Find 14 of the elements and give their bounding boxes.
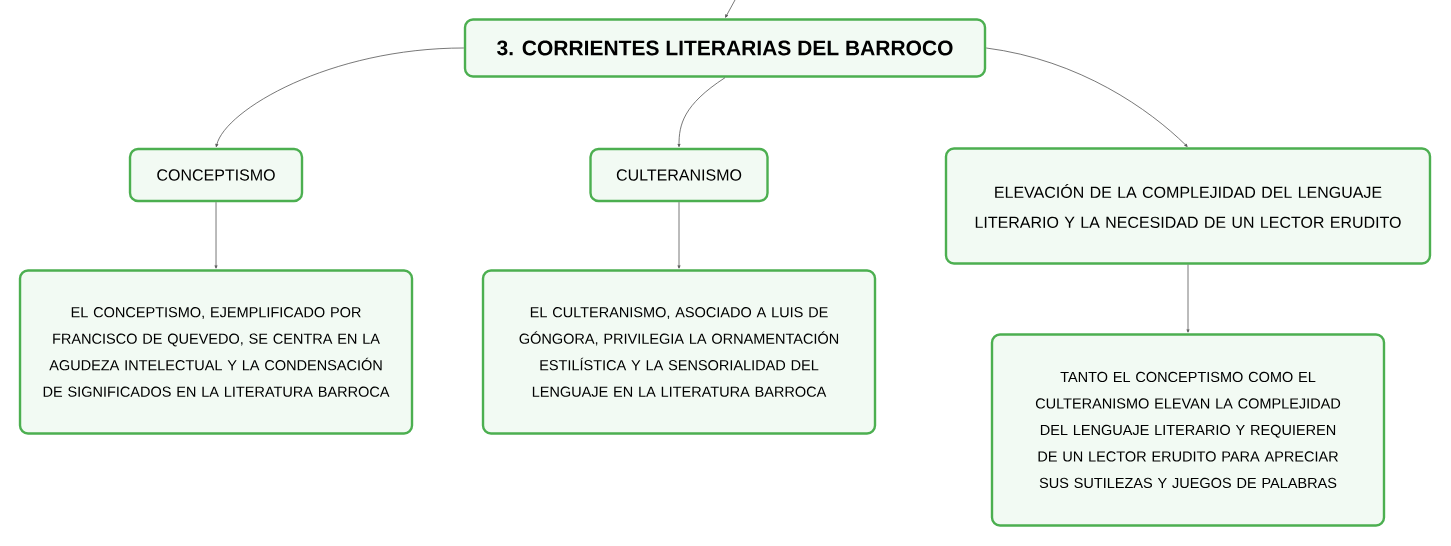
description-box: EL CULTERANISMO, ASOCIADO A LUIS DE GÓNGORA, PRIVILEGIA LA ORNAMENTACIÓN ESTILÍSTICA Y LA SENSORIALIDAD DEL LENGUAJE EN LA LITERATURA BARROCA	[481, 269, 877, 435]
topic-box: CONCEPTISMO	[128, 147, 304, 203]
title-box: 3. CORRIENTES LITERARIAS DEL BARROCO	[463, 18, 987, 78]
description-box: EL CONCEPTISMO, EJEMPLIFICADO POR FRANCISCO DE QUEVEDO, SE CENTRA EN LA AGUDEZA INTELECTUAL Y LA CONDENSACIÓN DE SIGNIFICADOS EN LA LITERATURA BARROCA	[18, 269, 414, 435]
description-box: TANTO EL CONCEPTISMO COMO EL CULTERANISMO ELEVAN LA COMPLEJIDAD DEL LENGUAJE LITERARIO Y REQUIEREN DE UN LECTOR ERUDITO PARA APRECIAR SUS SUTILEZAS Y JUEGOS DE PALABRAS	[990, 333, 1386, 527]
arrow	[725, 0, 736, 18]
arrow	[215, 47, 465, 148]
arrow	[677, 201, 681, 269]
topic-box: ELEVACIÓN DE LA COMPLEJIDAD DEL LENGUAJE LITERARIO Y LA NECESIDAD DE UN LECTOR ERUDITO	[944, 147, 1432, 265]
arrow	[214, 201, 218, 269]
topic-box: CULTERANISMO	[589, 147, 769, 203]
arrow	[677, 77, 726, 148]
arrow	[1186, 264, 1190, 333]
arrow	[985, 47, 1188, 147]
